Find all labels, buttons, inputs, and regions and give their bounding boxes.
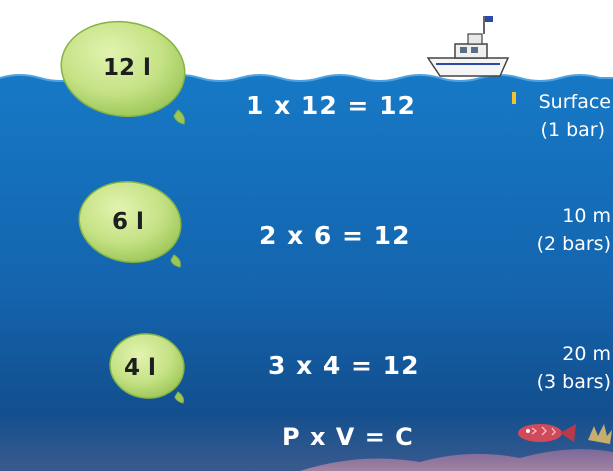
- fish-icon: [518, 424, 576, 442]
- pressure-text: (2 bars): [536, 233, 611, 255]
- depth-label: Surface (1 bar): [539, 88, 611, 144]
- balloon-volume-label: 4 l: [124, 355, 156, 381]
- balloon-12l: [60, 20, 186, 125]
- depth-label: 20 m (3 bars): [537, 340, 611, 396]
- coral-icon: [588, 424, 612, 444]
- buoy-icon: [512, 92, 516, 104]
- equation-label: 2 x 6 = 12: [259, 221, 411, 250]
- equation-label: 3 x 4 = 12: [268, 351, 420, 380]
- equation-label: 1 x 12 = 12: [246, 91, 416, 120]
- depth-text: 20 m: [562, 343, 611, 365]
- depth-label: 10 m (2 bars): [537, 202, 611, 258]
- balloon-volume-label: 6 l: [112, 209, 144, 235]
- boyle-law-label: P x V = C: [282, 423, 414, 451]
- depth-text: Surface: [538, 91, 611, 113]
- balloon-6l: [78, 181, 182, 268]
- depth-text: 10 m: [562, 205, 611, 227]
- boat-icon: [426, 16, 510, 77]
- sea: [0, 75, 613, 471]
- balloon-volume-label: 12 l: [103, 55, 151, 81]
- pressure-text: (3 bars): [536, 371, 611, 393]
- sea-floor: [300, 449, 613, 471]
- balloon-4l: [109, 333, 185, 404]
- pressure-text: (1 bar): [540, 119, 605, 141]
